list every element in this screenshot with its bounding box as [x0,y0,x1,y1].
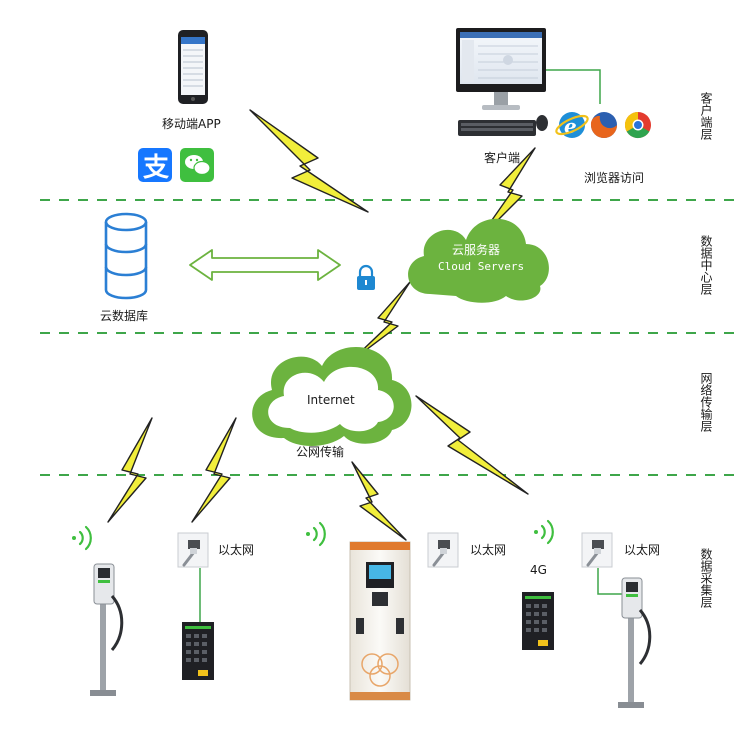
database-icon [104,212,148,300]
internet-label: Internet [307,393,355,407]
cloud-servers-en-label: Cloud Servers [438,260,524,273]
cloud-servers [408,218,549,303]
layer-label-collection: 数据采集层 [699,547,713,609]
wall-charger-panel-left [182,622,214,680]
bolt-internet-cabinet [351,461,407,541]
mobile-phone [178,30,208,104]
layer-label-network: 网络传输层 [699,372,713,433]
alipay-icon: 支 [138,148,172,183]
public-network-label: 公网传输 [296,444,344,459]
ie-browser-icon: e [555,112,589,138]
bolt-internet-ethernet-1 [191,417,237,523]
ev-charger-pole-right [618,577,652,708]
wall-charger-panel-4g [522,592,554,650]
ethernet-port-icon [177,532,209,568]
ethernet-label-3: 以太网 [624,542,660,557]
internet-cloud [252,346,412,446]
4g-label: 4G [530,563,547,577]
bolt-mobile-cloud [249,109,369,213]
wifi-icon [534,519,554,545]
ethernet-port-icon [581,532,613,568]
cloud-servers-cn-label: 云服务器 [452,242,500,257]
ev-charger-pole-left [90,563,124,696]
bidirectional-arrow [189,249,341,281]
wifi-icon [306,521,326,547]
ethernet-port-icon [427,532,459,568]
browser-access-label: 浏览器访问 [584,170,644,185]
bolt-internet-4g [415,395,529,495]
client-label: 客户端 [484,150,520,165]
layer-label-client: 客户端层 [699,91,713,141]
wifi-icon [72,525,92,551]
wechat-icon [180,148,214,182]
bolt-internet-charger-1 [107,417,153,523]
firefox-browser-icon [590,112,617,138]
desktop-browser-connector [546,69,601,104]
layer-label-datacenter: 数据中心层 [699,234,713,296]
ethernet-charger-connector [597,568,628,595]
mobile-app-label: 移动端APP [162,117,221,131]
chrome-browser-icon [624,111,651,139]
ethernet-label-1: 以太网 [218,542,254,557]
desktop-computer [456,28,548,136]
link-bolts [107,109,536,541]
lock-icon [357,264,375,290]
cloud-database-label: 云数据库 [100,308,148,323]
alipay-glyph: 支 [143,153,169,183]
ethernet-label-2: 以太网 [470,542,506,557]
ev-charging-cabinet [349,541,411,701]
layer-dividers [40,199,740,476]
